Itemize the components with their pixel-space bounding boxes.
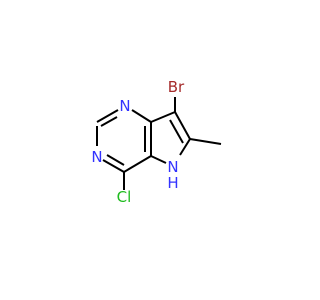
- chlorine-label: Cl: [117, 188, 132, 206]
- bond-n-left-c4: [102, 159, 125, 173]
- nitrogen-nh-label: N: [167, 158, 178, 176]
- hydrogen-label: H: [167, 174, 178, 192]
- bond-c1-c7: [150, 111, 176, 123]
- bond-c6-methyl: [189, 138, 222, 145]
- bond-c4-c5: [123, 155, 152, 173]
- bond-n-top-ch: [96, 109, 119, 123]
- nitrogen-left-label: N: [91, 148, 102, 166]
- nitrogen-top-label: N: [119, 97, 130, 115]
- molecule-structure: Br N N N H Cl: [91, 78, 222, 206]
- bond-c1-n-top: [131, 109, 152, 123]
- bromine-label: Br: [168, 78, 185, 96]
- bond-c7-c6-double: [169, 119, 184, 144]
- bond-nh-c5: [150, 155, 167, 164]
- bond-n-top-ch-double: [100, 116, 118, 127]
- bond-c6-nh: [179, 138, 191, 156]
- bond-n-left-c4-double: [106, 154, 125, 166]
- bond-c7-c6: [174, 111, 191, 140]
